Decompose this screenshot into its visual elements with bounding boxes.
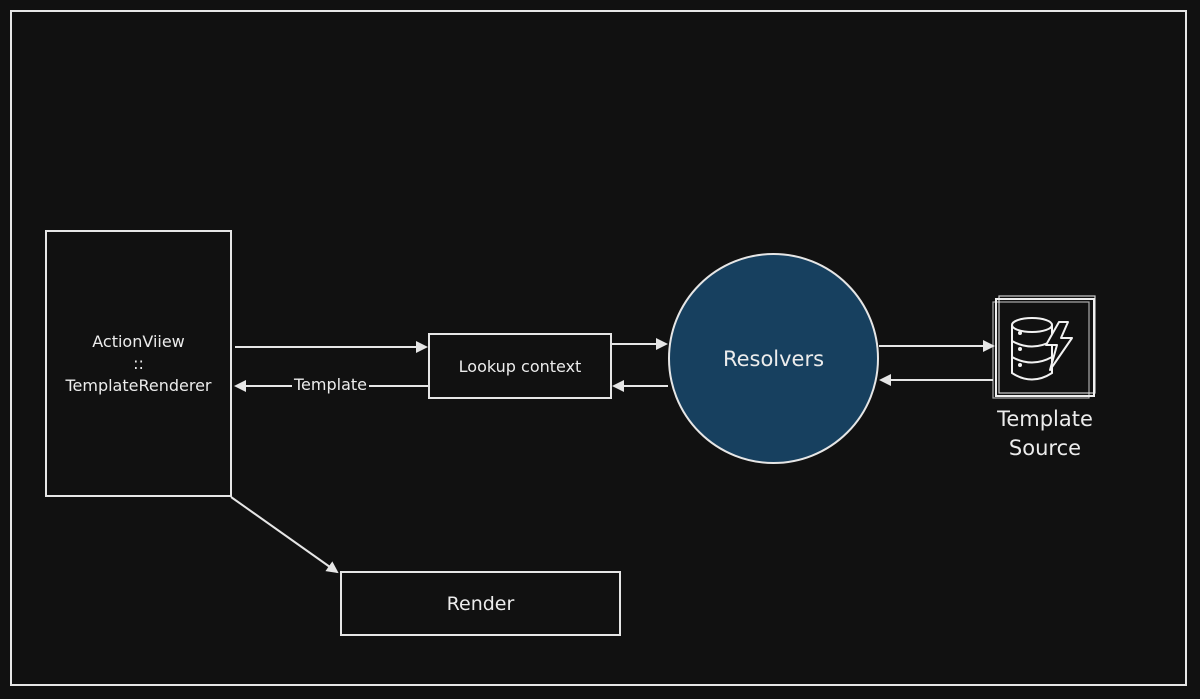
renderer-label-line-3: TemplateRenderer	[65, 375, 212, 395]
resolvers-label: Resolvers	[722, 346, 825, 371]
template-source-line-1: Template	[997, 407, 1093, 431]
lookup-context-label: Lookup context	[458, 356, 582, 376]
renderer-label-line-2: ::	[133, 353, 144, 373]
database-lightning-icon	[992, 295, 1096, 399]
renderer-label-line-1: ActionViiew	[92, 331, 185, 351]
lookup-context-node[interactable]: Lookup context	[428, 333, 612, 399]
template-source-label: Template Source	[980, 405, 1110, 463]
diagram-frame	[10, 10, 1187, 686]
arrow-renderer-to-render	[230, 496, 339, 574]
template-source-line-2: Source	[1008, 436, 1082, 460]
resolvers-node[interactable]: Resolvers	[668, 253, 879, 464]
render-label: Render	[446, 592, 515, 615]
template-edge-label: Template	[292, 375, 370, 394]
render-node[interactable]: Render	[340, 571, 621, 636]
template-renderer-node[interactable]: ActionViiew :: TemplateRenderer	[45, 230, 232, 497]
